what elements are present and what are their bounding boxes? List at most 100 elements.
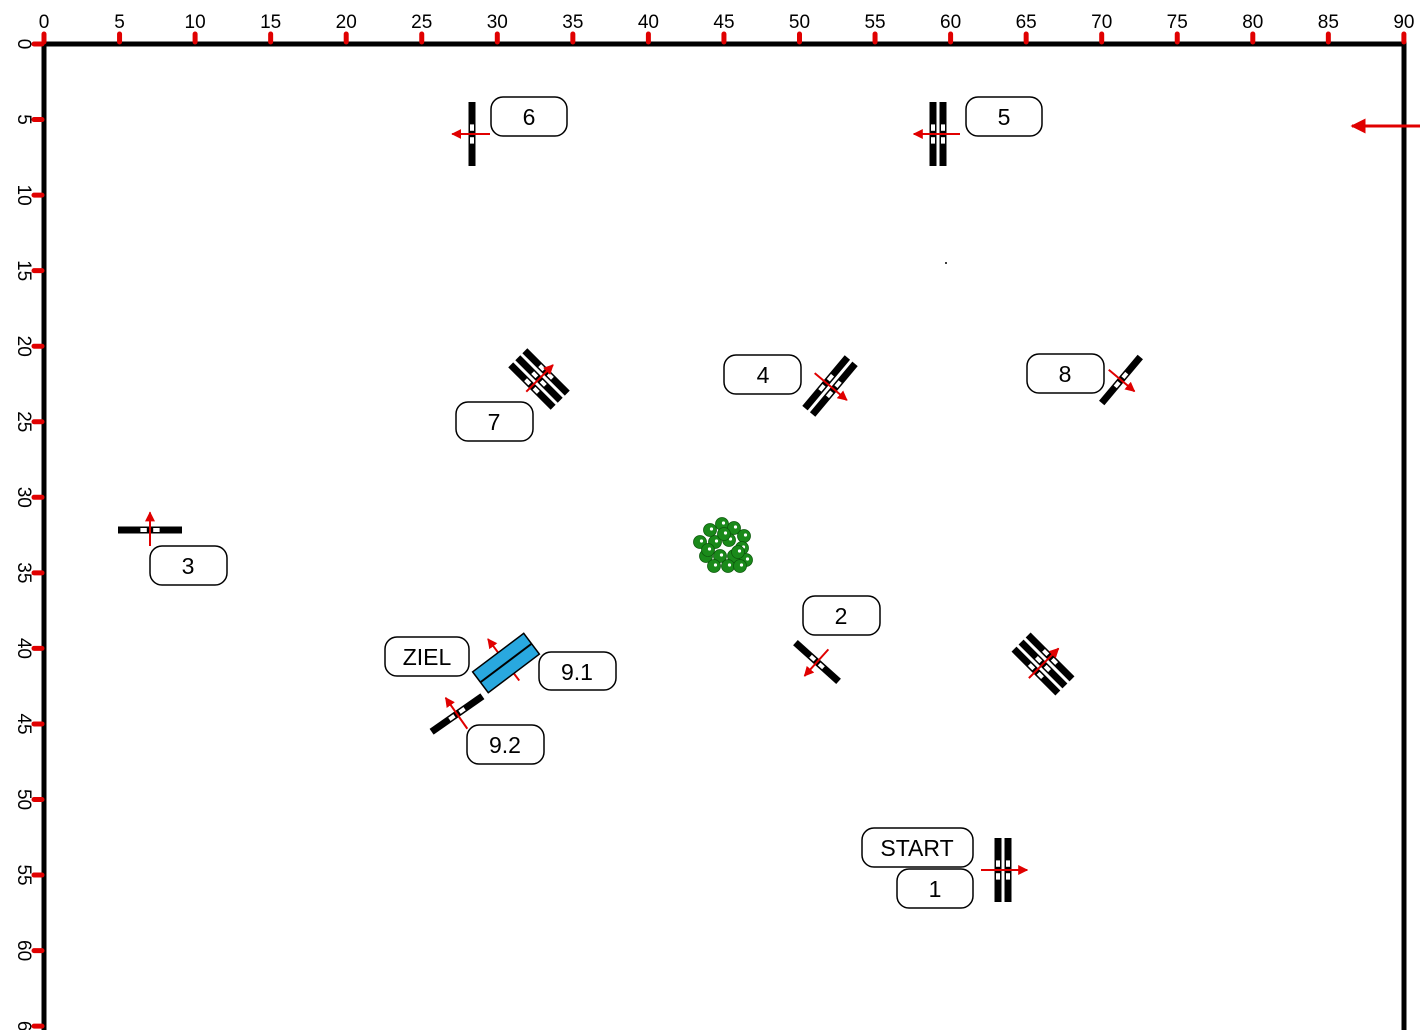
label-box-ziel: ZIEL: [384, 636, 470, 677]
obstacle-9-2: [429, 693, 485, 735]
finish-obstacle: [471, 632, 541, 694]
x-tick: 45: [713, 12, 735, 45]
y-tick-label: 25: [13, 411, 34, 432]
x-tick-label: 60: [940, 12, 961, 33]
x-tick-label: 55: [864, 12, 885, 33]
x-tick: 50: [789, 12, 810, 45]
label-7: 7: [488, 409, 501, 435]
obstacle-2: [793, 639, 841, 685]
label-1: 1: [929, 876, 942, 902]
label-9-1: 9.1: [561, 659, 593, 685]
y-tick-label: 15: [13, 260, 34, 281]
direction-arrow-icon: [444, 696, 469, 730]
x-tick-label: 80: [1242, 12, 1263, 33]
label-box-6: 6: [490, 96, 568, 137]
y-tick: 30: [13, 487, 45, 508]
y-tick-label: 40: [13, 638, 34, 659]
y-tick-label: 0: [13, 39, 34, 50]
x-tick: 40: [638, 12, 659, 45]
y-tick: 25: [13, 411, 45, 432]
x-tick: 15: [260, 12, 281, 45]
y-tick-label: 10: [13, 185, 34, 206]
label-box-9-2: 9.2: [466, 724, 545, 765]
x-tick-label: 70: [1091, 12, 1112, 33]
obstacle-1: [981, 838, 1029, 902]
x-tick-label: 20: [336, 12, 357, 33]
x-tick: 60: [940, 12, 961, 45]
x-tick: 25: [411, 12, 432, 45]
label-box-9-1: 9.1: [538, 651, 617, 691]
label-8: 8: [1059, 361, 1072, 387]
direction-arrow-icon: [1028, 647, 1060, 679]
x-tick-label: 5: [114, 12, 125, 33]
label-5: 5: [998, 104, 1011, 130]
y-tick: 60: [13, 940, 45, 961]
x-tick: 5: [114, 12, 125, 45]
y-tick-label: 50: [13, 789, 34, 810]
direction-arrow-icon: [1108, 368, 1136, 393]
label-6: 6: [523, 104, 536, 130]
y-tick: 0: [13, 39, 45, 50]
label-box-8: 8: [1026, 353, 1105, 394]
y-tick: 55: [13, 864, 45, 886]
x-tick-label: 50: [789, 12, 810, 33]
x-tick: 85: [1318, 12, 1339, 45]
x-tick: 20: [336, 12, 357, 45]
x-tick-label: 75: [1167, 12, 1188, 33]
y-tick: 5: [13, 114, 45, 125]
label-ziel: ZIEL: [403, 644, 452, 670]
y-tick: 50: [13, 789, 45, 810]
label-box-start: START: [861, 827, 974, 868]
y-tick-label: 5: [13, 114, 34, 125]
x-tick-label: 30: [487, 12, 508, 33]
y-tick-label: 60: [13, 940, 34, 961]
x-tick-label: 85: [1318, 12, 1339, 33]
label-4: 4: [757, 362, 770, 388]
x-tick: 0: [39, 12, 49, 45]
obstacle-3: [118, 511, 182, 546]
label-box-3: 3: [149, 545, 228, 586]
x-tick: 10: [185, 12, 206, 45]
y-tick-label: 45: [13, 713, 34, 734]
y-tick: 45: [13, 713, 45, 735]
label-box-7: 7: [455, 401, 534, 442]
label-start: START: [880, 835, 953, 861]
x-tick: 65: [1016, 12, 1037, 45]
obstacle-5: [912, 102, 960, 166]
y-tick-label: 30: [13, 487, 34, 508]
x-tick-label: 45: [713, 12, 734, 33]
label-box-5: 5: [965, 96, 1043, 137]
obstacle-6: [451, 102, 490, 166]
obstacle-4: [802, 355, 858, 417]
y-tick: 40: [13, 638, 45, 659]
direction-arrow-icon: [803, 648, 830, 677]
y-tick-label: 35: [13, 562, 34, 583]
marker-dot: [945, 262, 947, 264]
label-box-2: 2: [802, 595, 881, 636]
y-tick: 6: [13, 1021, 45, 1030]
label-9-2: 9.2: [489, 732, 521, 758]
label-box-1: 1: [896, 868, 974, 909]
x-tick: 70: [1091, 12, 1112, 45]
x-tick: 90: [1393, 12, 1414, 45]
x-tick-label: 90: [1393, 12, 1414, 33]
y-tick-label: 6: [13, 1021, 34, 1030]
x-tick: 55: [864, 12, 886, 45]
obstacle-8: [1099, 354, 1143, 406]
y-tick: 10: [13, 185, 45, 206]
y-tick: 35: [13, 562, 45, 583]
x-tick: 80: [1242, 12, 1263, 45]
obstacle-7: [508, 348, 570, 410]
x-tick-label: 35: [562, 12, 583, 33]
y-tick-label: 20: [13, 336, 34, 357]
x-tick-label: 40: [638, 12, 659, 33]
x-tick: 35: [562, 12, 583, 45]
label-box-4: 4: [723, 354, 802, 395]
x-tick-label: 25: [411, 12, 432, 33]
x-tick-label: 65: [1016, 12, 1037, 33]
x-tick: 30: [487, 12, 508, 45]
label-2: 2: [835, 603, 848, 629]
